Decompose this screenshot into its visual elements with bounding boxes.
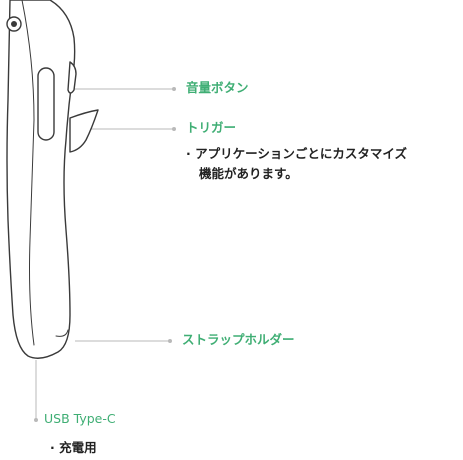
usb-description: · 充電用: [50, 440, 97, 455]
trigger-label: トリガー: [186, 120, 237, 135]
trigger-leader-dot: [172, 127, 176, 131]
volume-button-slot: [37, 67, 55, 141]
usb-leader-dot: [34, 418, 38, 422]
trigger-shape: [69, 109, 99, 153]
strap-leader-dot: [168, 339, 172, 343]
back-button: [67, 61, 77, 94]
strap-holder-notch: [55, 329, 69, 337]
volume-button-label: 音量ボタン: [186, 80, 249, 95]
shell-contour: [21, 0, 35, 346]
volume-leader-dot: [172, 87, 176, 91]
trigger-description-line1: · アプリケーションごとにカスタマイズ: [186, 146, 407, 161]
trigger-description-line2: 機能があります。: [199, 166, 298, 181]
usb-type-c-label: USB Type-C: [44, 411, 116, 426]
controller-body: [6, 0, 76, 359]
strap-holder-label: ストラップホルダー: [182, 332, 295, 347]
